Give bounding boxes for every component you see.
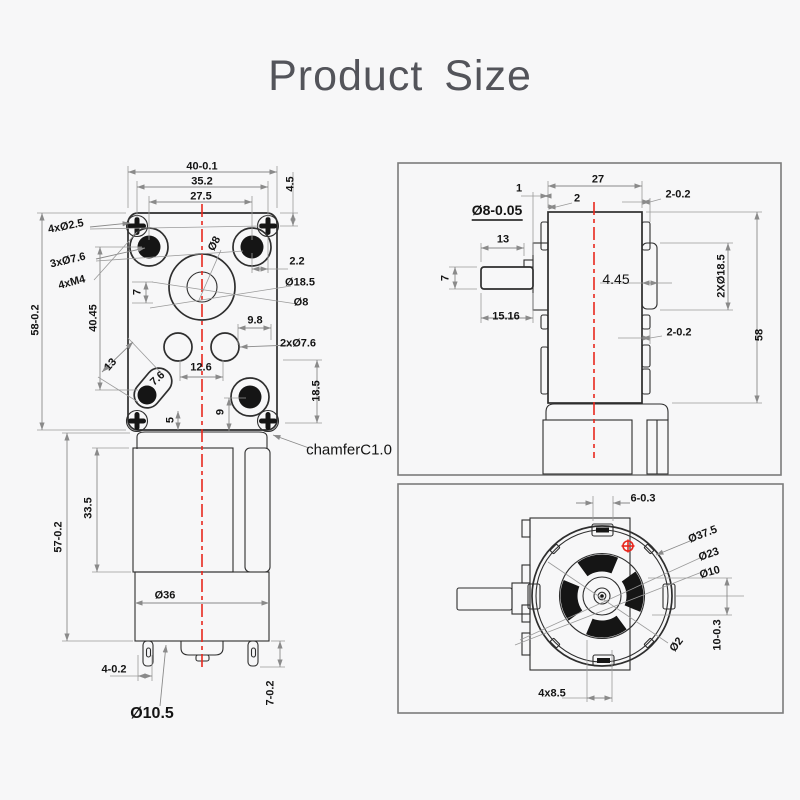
- key-slot: [591, 523, 614, 537]
- front-view-dimensions: [37, 166, 322, 707]
- thru-hole: [210, 332, 240, 362]
- thru-hole: [163, 332, 193, 362]
- corner-screw: [258, 216, 279, 237]
- corner-screw: [127, 411, 148, 432]
- page-title: Product Size: [268, 52, 532, 100]
- output-shaft: [480, 266, 534, 290]
- slot-hole-center: [137, 385, 157, 405]
- rear-view-border: [397, 483, 784, 714]
- slot-hole: [133, 367, 173, 409]
- side-view-dimensions: [449, 181, 762, 404]
- side-view-drawing: [397, 162, 782, 476]
- rear-view-dimensions: [514, 496, 744, 702]
- mounting-hole: [230, 377, 270, 417]
- gearbox-side-body: [480, 211, 669, 475]
- red-datum-target: [621, 539, 635, 553]
- vent-slots: [560, 554, 644, 638]
- front-view-drawing: [37, 166, 322, 707]
- side-boss: [641, 242, 658, 310]
- output-shaft: [456, 587, 513, 611]
- side-view-border: [397, 162, 782, 476]
- rear-view-drawing: [397, 483, 784, 714]
- gearbox-edge-profile: [456, 517, 631, 671]
- key-slot: [592, 654, 615, 667]
- motor-rear-face: [527, 523, 676, 667]
